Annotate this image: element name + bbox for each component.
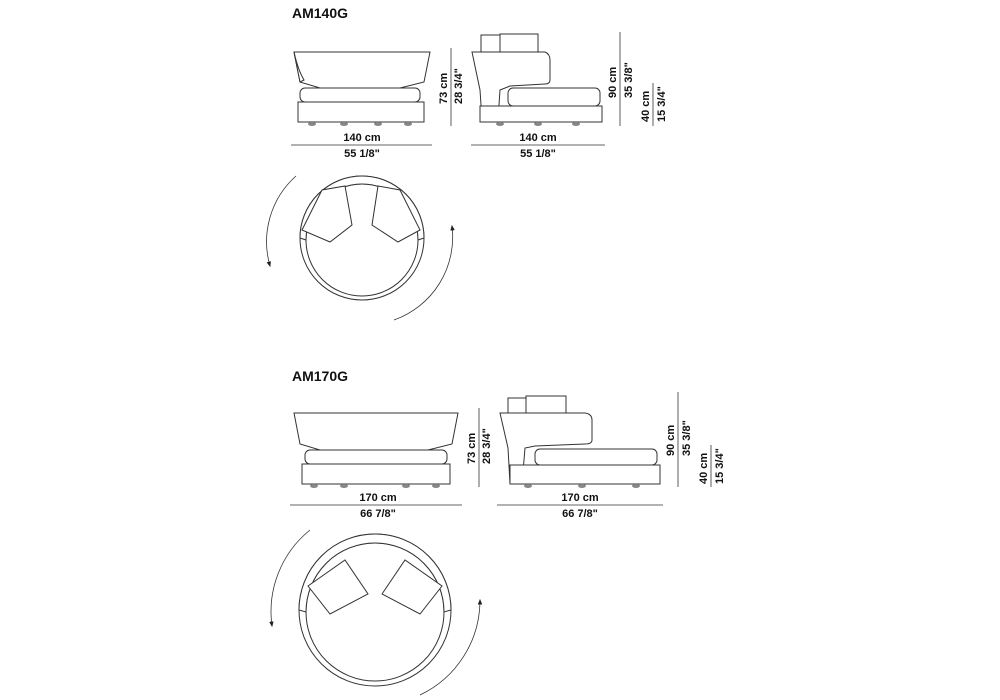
top-view — [266, 175, 455, 321]
total-height-in: 35 3/8" — [681, 420, 693, 456]
total-height-cm: 90 cm — [665, 425, 677, 456]
seat-height-in: 15 3/4" — [656, 86, 668, 122]
height-cm: 73 cm — [438, 73, 450, 104]
width-cm: 140 cm — [343, 132, 381, 144]
depth-in: 55 1/8" — [520, 148, 556, 160]
model-title: AM140G — [292, 5, 348, 21]
depth-cm: 140 cm — [519, 132, 557, 144]
front-view — [293, 51, 431, 126]
height-in: 28 3/4" — [481, 428, 493, 464]
height-in: 28 3/4" — [453, 68, 465, 104]
top-view — [269, 529, 483, 696]
depth-in: 66 7/8" — [562, 508, 598, 520]
depth-cm: 170 cm — [561, 492, 599, 504]
model-am140g: AM140G 73 cm 28 3/4" 140 cm 55 1/8" 90 c… — [266, 5, 668, 321]
width-cm: 170 cm — [359, 492, 397, 504]
height-cm: 73 cm — [466, 433, 478, 464]
front-view — [293, 412, 459, 488]
side-view — [499, 395, 661, 488]
seat-height-in: 15 3/4" — [714, 448, 726, 484]
width-in: 66 7/8" — [360, 508, 396, 520]
seat-height-cm: 40 cm — [640, 91, 652, 122]
model-title: AM170G — [292, 368, 348, 384]
model-am170g: AM170G 73 cm 28 3/4" 170 cm 66 7/8" 90 c… — [269, 368, 726, 696]
total-height-in: 35 3/8" — [623, 62, 635, 98]
side-view — [471, 33, 603, 126]
width-in: 55 1/8" — [344, 148, 380, 160]
total-height-cm: 90 cm — [607, 67, 619, 98]
seat-height-cm: 40 cm — [698, 453, 710, 484]
